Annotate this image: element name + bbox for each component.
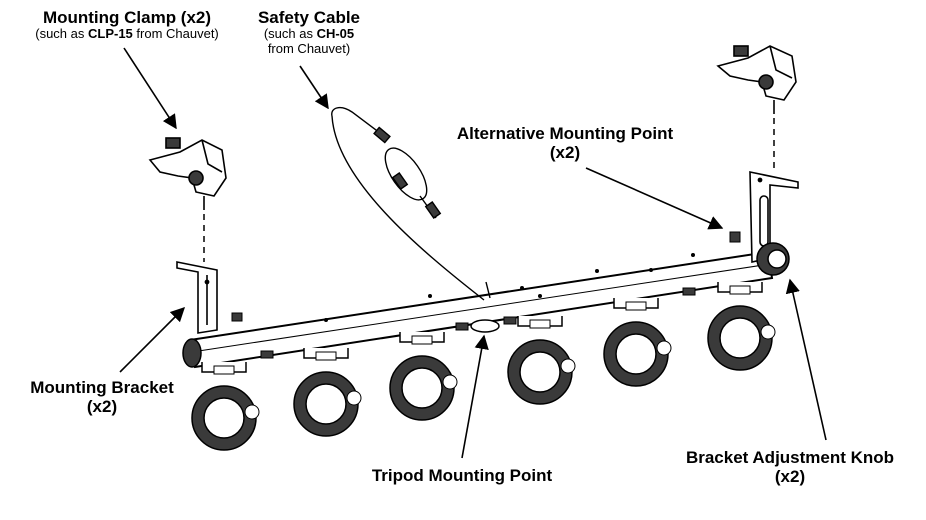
bracket-adjustment-knob [756, 242, 790, 276]
right-mounting-clamp [716, 45, 797, 114]
arrow-mounting-bracket [119, 306, 186, 373]
label-bracket-adjustment-knob: Bracket Adjustment Knob (x2) [664, 448, 916, 486]
label-alt-mounting-point-line1: Alternative Mounting Point [456, 124, 674, 143]
alt-mounting-point-bolt [729, 231, 741, 243]
arrow-mounting-clamp [123, 47, 177, 130]
arrow-safety-cable [299, 65, 329, 110]
label-tripod-mounting-point-line1: Tripod Mounting Point [371, 466, 553, 485]
label-alt-mounting-point: Alternative Mounting Point (x2) [430, 124, 700, 162]
label-mounting-clamp-model: CLP-15 [87, 26, 133, 42]
label-safety-cable-sub2: from Chauvet) [267, 40, 351, 56]
left-mounting-clamp [148, 137, 227, 210]
arrow-tripod-mounting-point [461, 334, 489, 459]
arrow-alt-mounting-point [585, 167, 724, 230]
light-fixture [389, 332, 458, 421]
light-fixture [707, 282, 776, 371]
light-fixture [507, 316, 576, 405]
label-mounting-clamp-title: Mounting Clamp (x2) [42, 8, 212, 27]
light-fixtures [191, 282, 776, 451]
light-fixture [293, 348, 362, 437]
label-alt-mounting-point-line2: (x2) [549, 143, 581, 163]
right-mounting-bracket [749, 171, 799, 263]
light-bar [182, 250, 774, 369]
label-safety-cable-sub-prefix: (such as [263, 26, 317, 42]
label-mounting-bracket-line2: (x2) [86, 397, 118, 417]
label-mounting-clamp: Mounting Clamp (x2) (such as CLP-15 from… [14, 8, 240, 42]
light-fixture [603, 298, 672, 387]
left-mounting-bracket [176, 261, 218, 334]
label-bracket-adjustment-knob-line1: Bracket Adjustment Knob [685, 448, 895, 467]
label-mounting-bracket-line1: Mounting Bracket [30, 378, 174, 397]
label-bracket-adjustment-knob-line2: (x2) [774, 467, 806, 487]
label-safety-cable-sub1: (such as CH-05 [244, 26, 374, 42]
label-safety-cable: Safety Cable (such as CH-05 from Chauvet… [244, 8, 374, 56]
label-mounting-clamp-sub-suffix: from Chauvet) [132, 26, 219, 42]
label-mounting-clamp-sub-prefix: (such as [35, 26, 88, 42]
label-mounting-clamp-sub: (such as CLP-15 from Chauvet) [14, 26, 240, 42]
label-mounting-bracket: Mounting Bracket (x2) [12, 378, 192, 416]
label-safety-cable-title: Safety Cable [257, 8, 361, 27]
label-safety-cable-model: CH-05 [316, 26, 355, 42]
arrow-bracket-adjustment-knob [785, 278, 827, 441]
label-tripod-mounting-point: Tripod Mounting Point [350, 466, 574, 485]
safety-cable [331, 106, 491, 301]
light-fixture [191, 362, 260, 451]
tripod-mounting-point [470, 319, 500, 333]
